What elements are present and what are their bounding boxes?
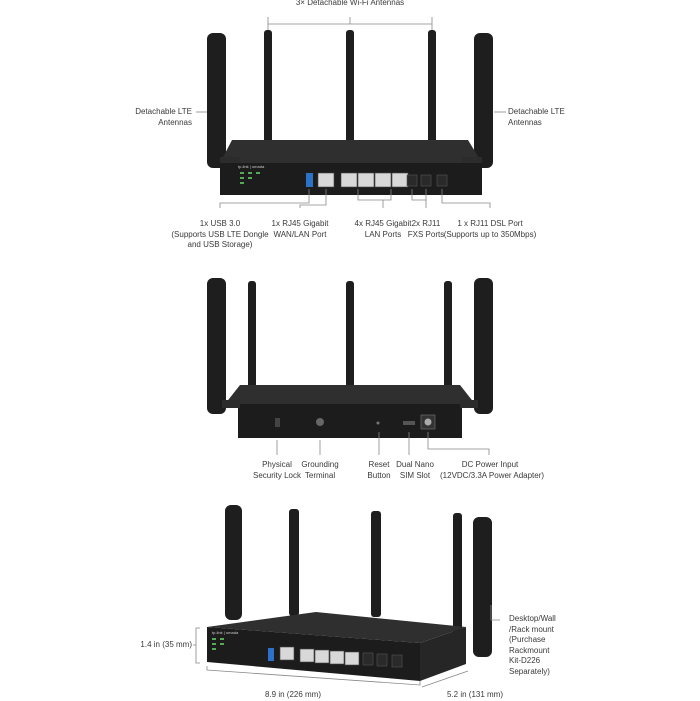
sim-line1: Dual Nano (396, 460, 434, 469)
lte-left-line2: Antennas (158, 117, 192, 127)
mount-line3: (Purchase (509, 635, 546, 644)
lan-ports-label: 4x RJ45 Gigabit LAN Ports (343, 219, 423, 240)
wan-lan-port-label: 1x RJ45 Gigabit WAN/LAN Port (268, 219, 332, 240)
fxs-line1: 2x RJ11 (411, 219, 441, 228)
width-dimension-label: 8.9 in (226 mm) (264, 690, 322, 699)
reset-line2: Button (367, 470, 391, 480)
sim-slot-label: Dual Nano SIM Slot (391, 460, 439, 481)
mount-label: Desktop/Wall /Rack mount (Purchase Rackm… (509, 614, 569, 677)
lte-antennas-right-label: Detachable LTE Antennas (508, 107, 580, 128)
dsl-line2: (Supports up to 350Mbps) (443, 229, 537, 239)
fxs-line2: FXS Ports (407, 229, 445, 239)
usb-port-label: 1x USB 3.0 (Supports USB LTE Dongle and … (170, 219, 270, 251)
wifi-antennas-label: 3× Detachable Wi-Fi Antennas (295, 0, 405, 7)
lock-line1: Physical (262, 460, 292, 469)
dc-line2: (12VDC/3.3A Power Adapter) (440, 470, 545, 480)
reset-button-label: Reset Button (359, 460, 399, 481)
dc-power-label: DC Power Input (12VDC/3.3A Power Adapter… (440, 460, 545, 481)
dsl-port-label: 1 x RJ11 DSL Port (Supports up to 350Mbp… (440, 219, 540, 240)
grounding-terminal-label: Grounding Terminal (294, 460, 346, 481)
security-lock-label: Physical Security Lock (247, 460, 307, 481)
lock-line2: Security Lock (252, 470, 302, 480)
dc-line1: DC Power Input (461, 460, 519, 469)
depth-dimension-label: 5.2 in (131 mm) (446, 690, 504, 699)
lte-right-line1: Detachable LTE (508, 107, 565, 116)
lte-antennas-left-label: Detachable LTE Antennas (120, 107, 192, 128)
lan-line2: LAN Ports (364, 229, 402, 239)
lte-left-line1: Detachable LTE (135, 107, 192, 116)
ground-line2: Terminal (304, 470, 336, 480)
mount-line5: Kit-D226 (509, 656, 541, 665)
mount-line4: Rackmount (509, 645, 550, 655)
dsl-line1: 1 x RJ11 DSL Port (457, 219, 523, 228)
sim-line2: SIM Slot (399, 470, 431, 480)
wan-line1: 1x RJ45 Gigabit (271, 219, 329, 228)
mount-line1: Desktop/Wall (509, 614, 556, 623)
fxs-ports-label: 2x RJ11 FXS Ports (400, 219, 452, 240)
usb-line1: 1x USB 3.0 (199, 219, 241, 228)
reset-line1: Reset (368, 460, 390, 469)
lte-right-line2: Antennas (508, 117, 542, 127)
usb-line3: and USB Storage) (187, 240, 253, 249)
brand-logo-bottom: tp-link | omada (212, 630, 239, 635)
usb-line2: (Supports USB LTE Dongle (171, 229, 269, 239)
wan-line2: WAN/LAN Port (273, 229, 327, 239)
height-dimension-label: 1.4 in (35 mm) (140, 640, 192, 649)
brand-logo: tp-link | omada (238, 164, 265, 169)
mount-line6: Separately) (509, 666, 550, 676)
lan-line1: 4x RJ45 Gigabit (354, 219, 412, 228)
ground-line1: Grounding (301, 460, 339, 469)
mount-line2: /Rack mount (509, 624, 554, 634)
